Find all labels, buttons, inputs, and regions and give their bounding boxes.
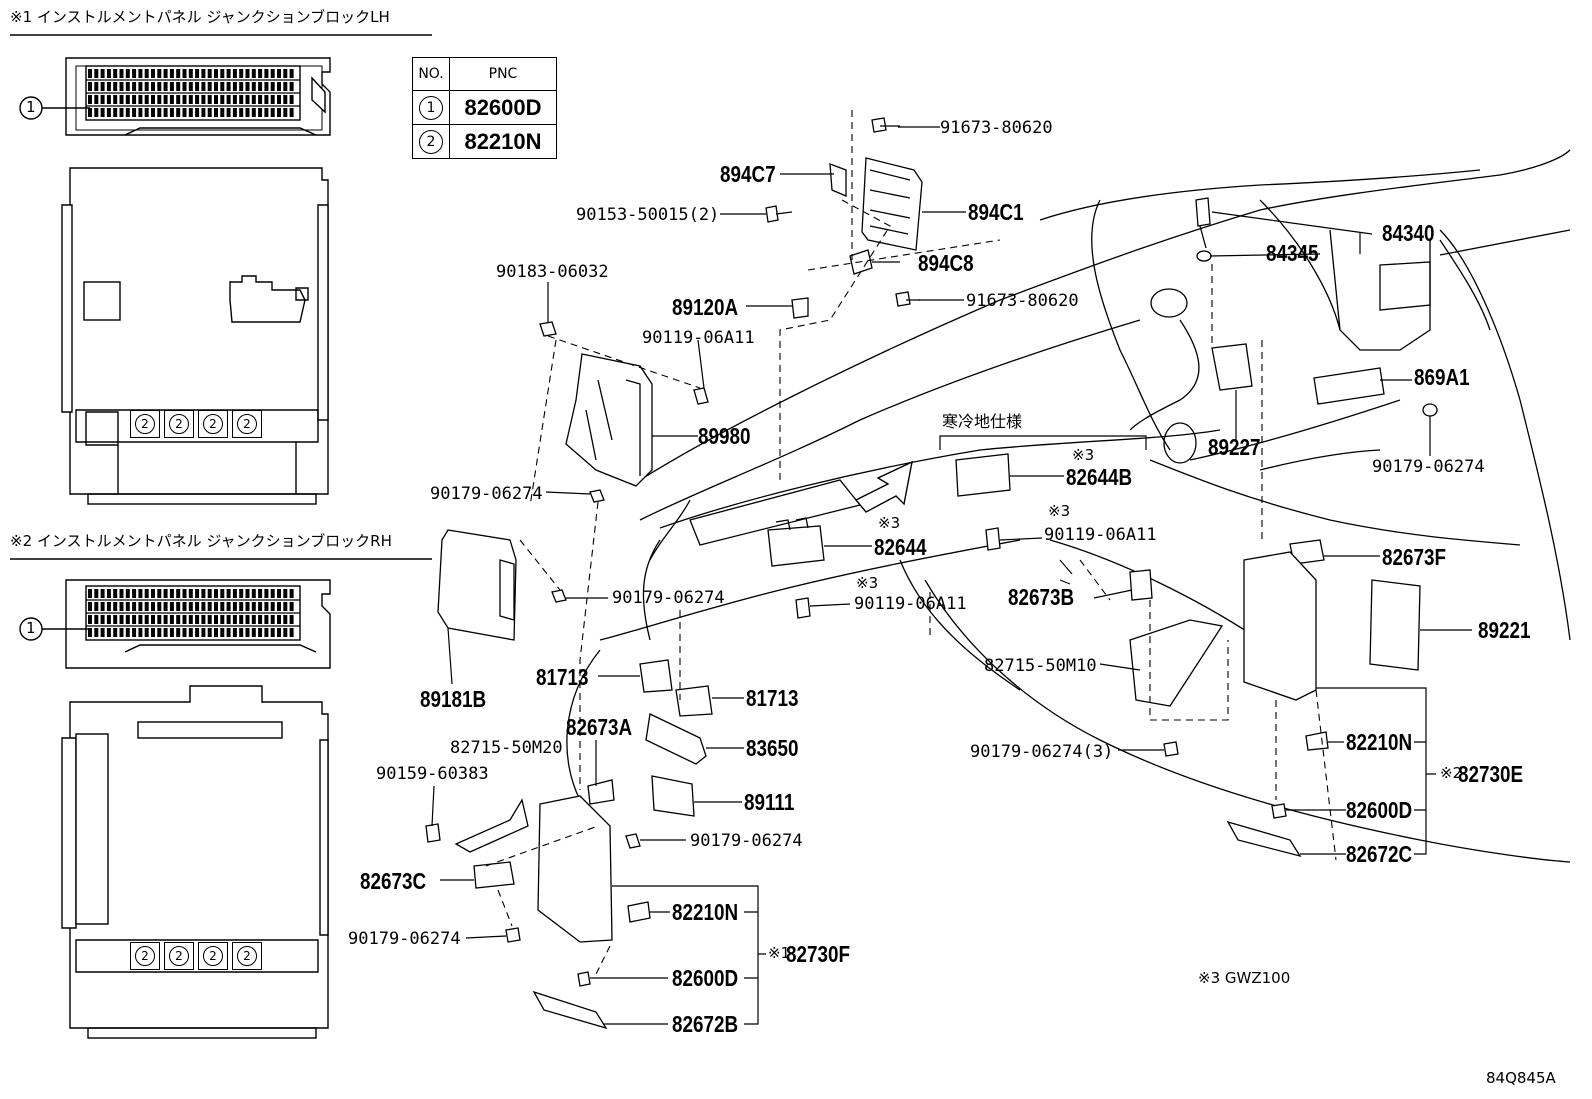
relay-slot-4: 2 [232,410,262,438]
header-lh: ※1 インストルメントパネル ジャンクションブロックLH [10,8,390,26]
header-rh: ※2 インストルメントパネル ジャンクションブロックRH [10,532,392,550]
label-82715-50M20: 82715-50M20 [450,738,563,758]
relay-slot-2: 2 [164,410,194,438]
relay-callout-2: 2 [237,414,257,434]
pnc-row1-no: 1 [419,95,443,120]
part-82730F-shape [537,795,613,943]
pnc-row2-no: 2 [419,129,443,154]
label-82730F: 82730F [786,941,850,967]
label-82715-50M10: 82715-50M10 [984,656,1097,676]
label-82210N-left: 82210N [672,899,739,925]
mark2-82730E: ※2 [1440,764,1463,782]
label-82600D-left: 82600D [672,965,739,991]
label-82600D-right: 82600D [1346,797,1413,823]
label-894C8: 894C8 [918,250,974,276]
label-90179-06274-b: 90179-06274 [1372,457,1485,477]
diagram-id: 84Q845A [1486,1069,1556,1087]
callout-1-rh: 1 [26,619,36,637]
label-82673F: 82673F [1382,544,1446,570]
label-89221: 89221 [1478,617,1531,643]
pnc-table: NO. PNC 1 82600D 2 82210N [412,57,557,159]
table-row: 2 82210N [412,124,557,159]
label-90179-06274-f: 90179-06274 [348,929,461,949]
relay-callout-2: 2 [169,414,189,434]
part-82730E-shape [1243,551,1317,701]
label-89980: 89980 [698,423,751,449]
label-89120A: 89120A [672,294,739,320]
mark3-82644: ※3 [878,514,901,532]
label-82673B: 82673B [1008,584,1075,610]
dashboard-outline [566,149,1571,863]
label-91673-80620-top: 91673-80620 [940,118,1053,138]
label-90153-50015: 90153-50015(2) [576,205,720,225]
label-91673-80620-mid: 91673-80620 [966,291,1079,311]
label-82672C: 82672C [1346,841,1413,867]
mark3-90119-c: ※3 [856,574,879,592]
callout-1-lh: 1 [26,98,36,116]
pnc-row1-value: 82600D [449,90,557,125]
part-894C1-shape [861,157,923,251]
relay-callout-2: 2 [203,414,223,434]
label-82730E: 82730E [1458,761,1524,787]
table-row: 1 82600D [412,90,557,125]
relay-callout-2: 2 [203,946,223,966]
label-82673A: 82673A [566,714,633,740]
part-89181B-shape [437,529,517,641]
label-869A1: 869A1 [1414,364,1470,390]
label-81713-a: 81713 [536,664,589,690]
relay-callout-2: 2 [135,946,155,966]
relay-slot-4: 2 [232,942,262,970]
label-81713-b: 81713 [746,685,799,711]
relay-callout-2: 2 [169,946,189,966]
label-90179-06274-c: 90179-06274 [612,588,725,608]
cold-climate-spec: 寒冷地仕様 [942,412,1023,431]
label-894C1: 894C1 [968,199,1024,225]
rh-block-top [65,579,331,669]
label-89111: 89111 [744,789,795,815]
label-83650: 83650 [746,735,799,761]
mark3-90119-b: ※3 [1048,502,1071,520]
rh-block-front [61,685,329,1039]
label-89227: 89227 [1208,434,1261,460]
label-82644: 82644 [874,534,927,560]
mark3-82644B: ※3 [1072,446,1095,464]
footnote-gwz100: ※3 GWZ100 [1198,969,1291,987]
relay-slot-3: 2 [198,942,228,970]
pnc-row2-value: 82210N [449,124,557,159]
relay-callout-2: 2 [237,946,257,966]
lh-block-top [65,57,331,136]
label-90179-06274-3: 90179-06274(3) [970,742,1114,762]
label-82673C: 82673C [360,868,427,894]
direction-arrow [854,460,913,513]
label-90119-06A11-b: 90119-06A11 [1044,525,1157,545]
relay-slot-1: 2 [130,942,160,970]
relay-slot-3: 2 [198,410,228,438]
label-82672B: 82672B [672,1011,739,1037]
label-90183-06032: 90183-06032 [496,262,609,282]
pnc-table-col-pnc: PNC [449,57,557,91]
label-90179-06274-e: 90179-06274 [690,831,803,851]
lh-block-front [61,167,329,505]
relay-slot-1: 2 [130,410,160,438]
label-89181B: 89181B [420,686,487,712]
mark1-82730F: ※1 [768,944,791,962]
relay-callout-2: 2 [135,414,155,434]
label-90159-60383: 90159-60383 [376,764,489,784]
label-82644B: 82644B [1066,464,1133,490]
pnc-table-col-no: NO. [412,57,450,91]
relay-slot-2: 2 [164,942,194,970]
part-89980-shape [565,353,653,487]
label-84340: 84340 [1382,220,1435,246]
label-90119-06A11-a: 90119-06A11 [642,328,755,348]
label-90119-06A11-c: 90119-06A11 [854,594,967,614]
label-84345: 84345 [1266,240,1319,266]
label-90179-06274-a: 90179-06274 [430,484,543,504]
label-82210N-right: 82210N [1346,729,1413,755]
label-894C7: 894C7 [720,161,776,187]
